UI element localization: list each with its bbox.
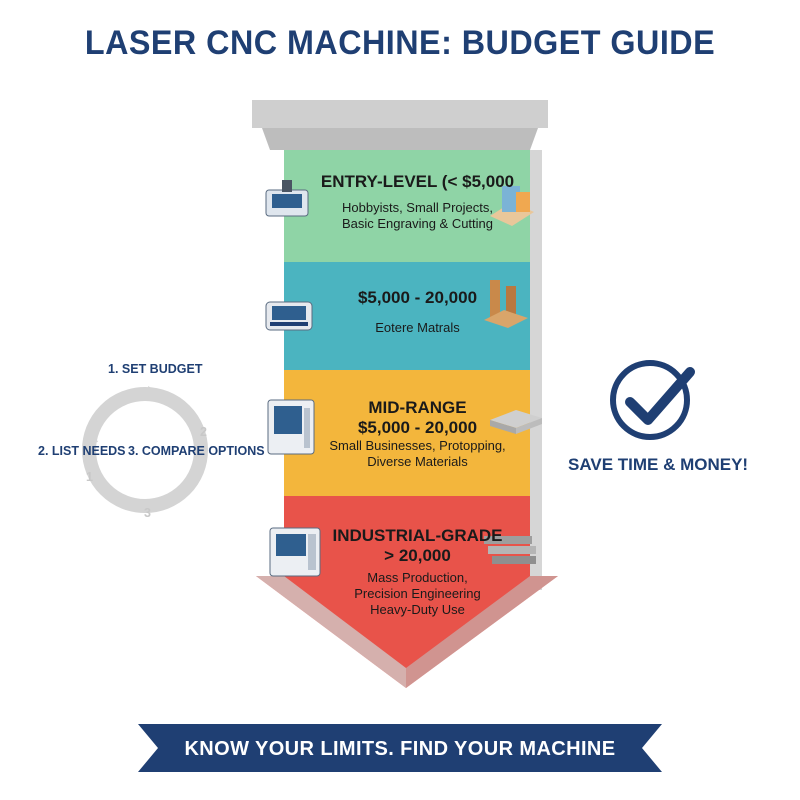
tier-line: Small Businesses, Protopping, [329, 438, 506, 453]
tier-mid-range-band [284, 370, 530, 496]
tier-line: Basic Engraving & Cutting [341, 216, 494, 231]
cycle-step-compare-options: 3. COMPARE OPTIONS [128, 444, 265, 458]
bottom-banner [138, 724, 662, 772]
laser-machine-icon [267, 399, 315, 455]
material-sheets-icon [490, 410, 542, 434]
cycle-step-set-budget: 1. SET BUDGET [108, 362, 203, 376]
tier-heading: ENTRY-LEVEL (< $5,000 [320, 172, 515, 191]
material-sheets-icon [484, 280, 528, 328]
tier-mid-range-text: MID-RANGE $5,000 - 20,000 Small Business… [310, 398, 525, 470]
laser-machine-icon [265, 180, 309, 217]
funnel-arrow-head [256, 576, 558, 688]
cycle-badge: 1 [86, 470, 93, 484]
page-title: LASER CNC MACHINE: BUDGET GUIDE [84, 24, 716, 62]
cycle-arrows-icon [82, 386, 208, 513]
tier-entry-text: ENTRY-LEVEL (< $5,000 Hobbyists, Small P… [310, 172, 525, 232]
tier-mid-low-band [284, 262, 530, 370]
tier-industrial-text: INDUSTRIAL-GRADE > 20,000 Mass Productio… [310, 526, 525, 618]
tier-line: Hobbyists, Small Projects, [342, 200, 493, 215]
tier-line: Mass Production, [367, 570, 468, 585]
tier-mid-low-text: $5,000 - 20,000 Eotere Matrals [310, 288, 525, 336]
funnel-neck [262, 128, 538, 150]
tier-heading: MID-RANGE [368, 398, 467, 417]
tier-price: > 20,000 [384, 546, 451, 565]
banner-text: KNOW YOUR LIMITS. FIND YOUR MACHINE [184, 738, 616, 760]
funnel-top-bar [252, 100, 548, 128]
checkmark-circle-icon [610, 360, 695, 440]
tier-line: Eotere Matrals [375, 320, 460, 335]
tier-line: Diverse Materials [367, 454, 468, 469]
tier-entry-band [284, 150, 530, 262]
cycle-badge: 3 [144, 506, 151, 520]
cycle-badge: 2 [200, 425, 207, 439]
tier-heading: $5,000 - 20,000 [357, 288, 478, 307]
save-time-money-text: SAVE TIME & MONEY! [568, 455, 749, 474]
laser-machine-icon [269, 527, 321, 577]
material-sheets-icon [484, 536, 536, 564]
cycle-step-list-needs: 2. LIST NEEDS [38, 444, 126, 458]
tier-price: $5,000 - 20,000 [357, 418, 478, 437]
tier-line: Heavy-Duty Use [370, 602, 465, 617]
tier-heading: INDUSTRIAL-GRADE [332, 526, 503, 545]
laser-machine-icon [265, 301, 313, 331]
tier-line: Precision Engineering [354, 586, 481, 601]
material-sheets-icon [490, 186, 534, 226]
